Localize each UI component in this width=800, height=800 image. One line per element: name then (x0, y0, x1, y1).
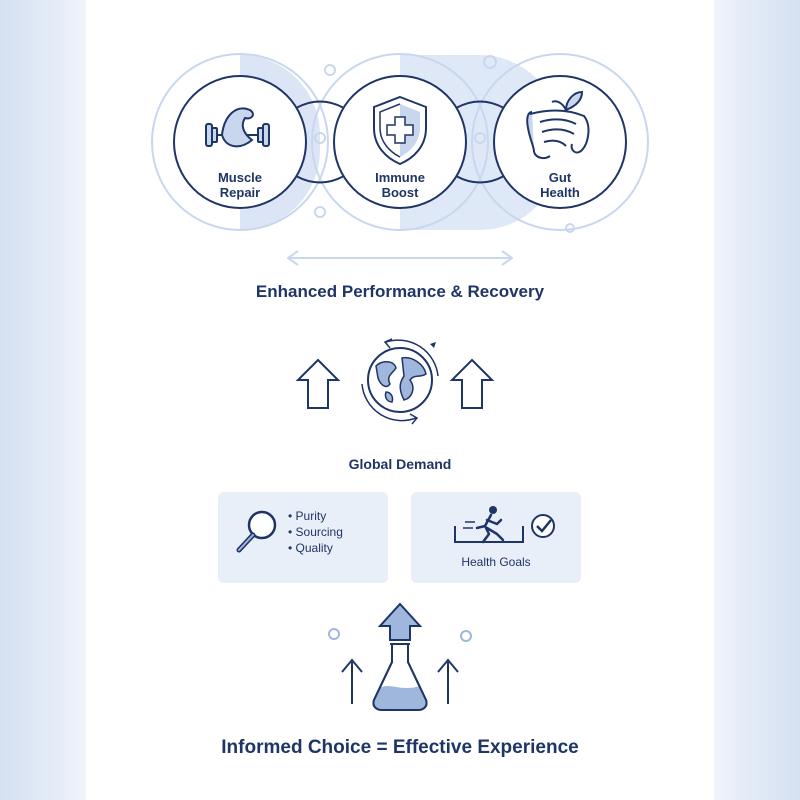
outer-ring-left (151, 53, 329, 231)
benefit-line: Health (540, 185, 580, 200)
connector-bottom-1 (295, 175, 345, 184)
intestine-plant-icon (526, 90, 590, 160)
flask-growth-graphic (328, 602, 472, 711)
list-item: Sourcing (288, 524, 343, 540)
benefit-line: Repair (219, 185, 261, 200)
benefit-label-gut: Gut Health (520, 170, 600, 200)
quality-card: Purity Sourcing Quality (218, 492, 388, 583)
double-arrow-icon (286, 250, 514, 266)
global-demand-label: Global Demand (348, 456, 452, 472)
health-goals-card: Health Goals (411, 492, 581, 583)
benefit-label-immune: Immune Boost (360, 170, 440, 200)
connector-bottom-2 (455, 175, 505, 184)
big-up-arrow-icon (377, 602, 423, 641)
magnifier-icon (236, 510, 277, 553)
up-arrow-icon (449, 358, 495, 409)
decor-dot (324, 64, 336, 76)
flexed-arm-dumbbell-icon (205, 107, 270, 148)
decor-dot (460, 630, 472, 642)
performance-heading: Enhanced Performance & Recovery (255, 282, 545, 301)
conclusion-heading: Informed Choice = Effective Experience (221, 737, 579, 758)
benefit-line: Muscle (217, 170, 263, 185)
flask-icon (372, 643, 428, 711)
runner-checkmark-icon (454, 506, 555, 544)
connector-top-2 (455, 100, 505, 109)
decor-dot (314, 132, 326, 144)
decor-dot (314, 206, 326, 218)
outer-ring-right (471, 53, 649, 231)
decor-dot (483, 55, 497, 69)
benefit-line: Boost (381, 185, 419, 200)
up-arrow-icon (341, 658, 363, 704)
shield-cross-icon (373, 95, 427, 166)
list-item: Quality (288, 540, 343, 556)
decor-dot (328, 628, 340, 640)
global-demand-graphic (295, 338, 495, 425)
list-item: Purity (288, 508, 343, 524)
benefit-line: Gut (548, 170, 572, 185)
decor-dot (565, 223, 575, 233)
decor-dot (474, 132, 486, 144)
benefit-line: Immune (375, 170, 425, 185)
benefit-label-muscle: Muscle Repair (200, 170, 280, 200)
benefit-chain-diagram (151, 53, 649, 266)
up-arrow-icon (437, 658, 459, 704)
outer-ring-middle (311, 53, 489, 231)
connector-top-1 (295, 100, 345, 109)
up-arrow-icon (295, 358, 341, 409)
health-goals-label: Health Goals (461, 555, 531, 569)
quality-list: Purity Sourcing Quality (288, 508, 343, 556)
globe-icon (361, 338, 439, 425)
